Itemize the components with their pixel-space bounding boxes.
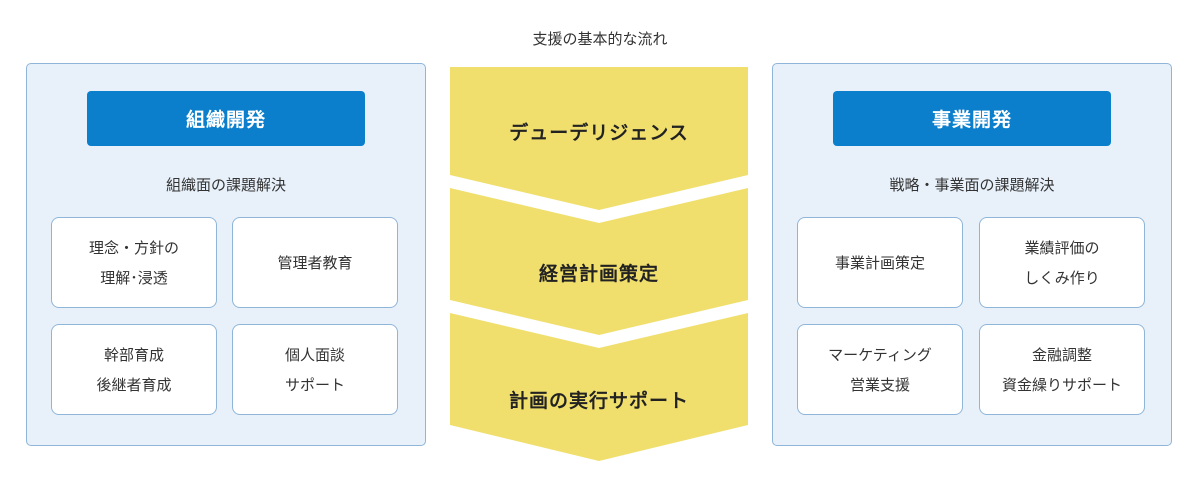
step-execution-support: 計画の実行サポート (508, 390, 689, 412)
card-line: しくみ作り (1024, 268, 1100, 287)
card-line: 業績評価の (1024, 238, 1100, 257)
business-development-header: 事業開発 (833, 91, 1111, 146)
card-line: 事業計画策定 (834, 253, 925, 272)
card-financial-adjustment: 金融調整 資金繰りサポート (979, 324, 1145, 415)
card-line: 理念・方針の (88, 238, 179, 257)
chevron-step-1 (450, 67, 748, 210)
card-individual-interview: 個人面談 サポート (232, 324, 398, 415)
card-line: マーケティング (828, 345, 932, 364)
diagram-title: 支援の基本的な流れ (532, 30, 668, 48)
card-line: サポート (284, 375, 345, 394)
card-executive-training: 幹部育成 後継者育成 (51, 324, 217, 415)
card-line: 営業支援 (849, 375, 910, 394)
card-line: 幹部育成 (103, 345, 164, 364)
card-line: 後継者育成 (96, 375, 172, 394)
card-line: 金融調整 (1031, 345, 1092, 364)
chevron-step-2 (450, 188, 748, 335)
card-manager-education: 管理者教育 (232, 217, 398, 308)
card-business-plan: 事業計画策定 (797, 217, 963, 308)
step-due-diligence: デューデリジェンス (509, 122, 689, 144)
card-line: 理解･浸透 (100, 268, 168, 287)
card-marketing: マーケティング 営業支援 (797, 324, 963, 415)
card-performance-evaluation: 業績評価の しくみ作り (979, 217, 1145, 308)
organization-development-panel: 組織開発 組織面の課題解決 理念・方針の 理解･浸透 管理者教育 幹部育成 後継… (26, 63, 426, 446)
card-line: 個人面談 (284, 345, 345, 364)
business-development-panel: 事業開発 戦略・事業面の課題解決 事業計画策定 業績評価の しくみ作り マーケテ… (772, 63, 1172, 446)
step-business-planning: 経営計画策定 (538, 263, 659, 285)
card-line: 資金繰りサポート (1001, 375, 1122, 394)
card-line: 管理者教育 (277, 253, 353, 272)
card-philosophy: 理念・方針の 理解･浸透 (51, 217, 217, 308)
business-development-subtitle: 戦略・事業面の課題解決 (889, 176, 1055, 194)
organization-development-subtitle: 組織面の課題解決 (165, 176, 286, 194)
organization-development-header: 組織開発 (87, 91, 365, 146)
process-chevrons (450, 67, 748, 461)
chevron-step-3 (450, 313, 748, 461)
